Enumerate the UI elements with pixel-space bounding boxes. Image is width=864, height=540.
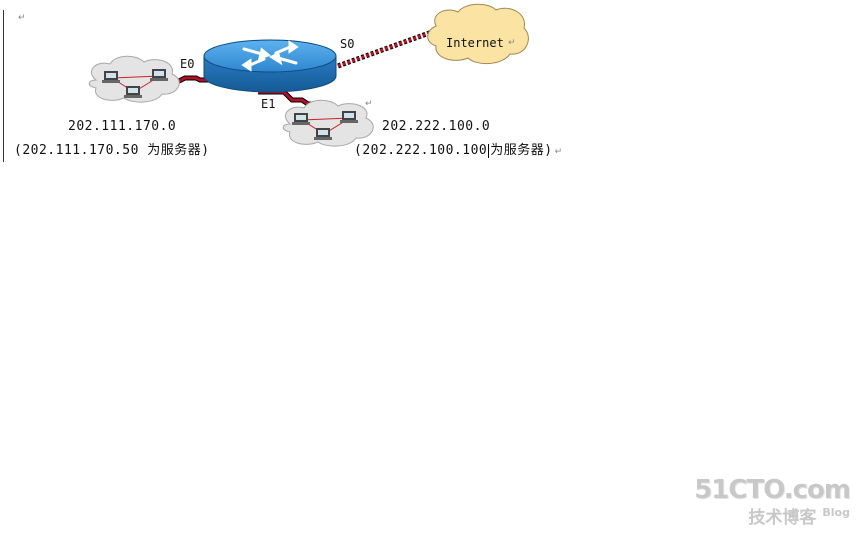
internet-label: Internet: [446, 36, 504, 50]
computer-icon: [102, 71, 120, 83]
document-margin-line: [3, 10, 4, 162]
watermark-brand: 51CTO.com: [694, 475, 851, 505]
link-s0-serial: [337, 29, 433, 69]
paragraph-mark: ↵: [554, 147, 563, 157]
computer-icon: [292, 113, 310, 125]
paragraph-mark: ↵: [18, 13, 26, 23]
lan-left-server: (202.111.170.50 为服务器): [14, 143, 210, 158]
computer-icon: [314, 128, 332, 140]
computer-icon: [124, 86, 142, 98]
watermark-blog: Blog: [822, 506, 850, 520]
computer-icon: [340, 111, 358, 123]
text-cursor: [488, 143, 490, 158]
port-label-s0: S0: [340, 37, 355, 51]
network-diagram: [88, 3, 529, 147]
router-icon: [203, 39, 337, 93]
watermark-logo: 51CTO.com 技术博客 Blog: [694, 475, 851, 528]
watermark-sub-text: 技术博客: [748, 508, 817, 528]
port-label-e0: E0: [180, 57, 195, 71]
lan-right-server-prefix: (202.222.100.100: [354, 143, 488, 158]
watermark-subtitle: 技术博客 Blog: [694, 503, 850, 528]
lan-right-server-suffix: 为服务器): [490, 143, 553, 158]
lan-right-network: 202.222.100.0: [382, 119, 491, 134]
computer-icon: [150, 69, 168, 81]
internet-cloud: [427, 3, 529, 64]
lan-left-network: 202.111.170.0: [68, 119, 177, 134]
paragraph-mark: ↵: [365, 99, 373, 109]
paragraph-mark: ↵: [508, 38, 516, 48]
port-label-e1: E1: [261, 97, 276, 111]
